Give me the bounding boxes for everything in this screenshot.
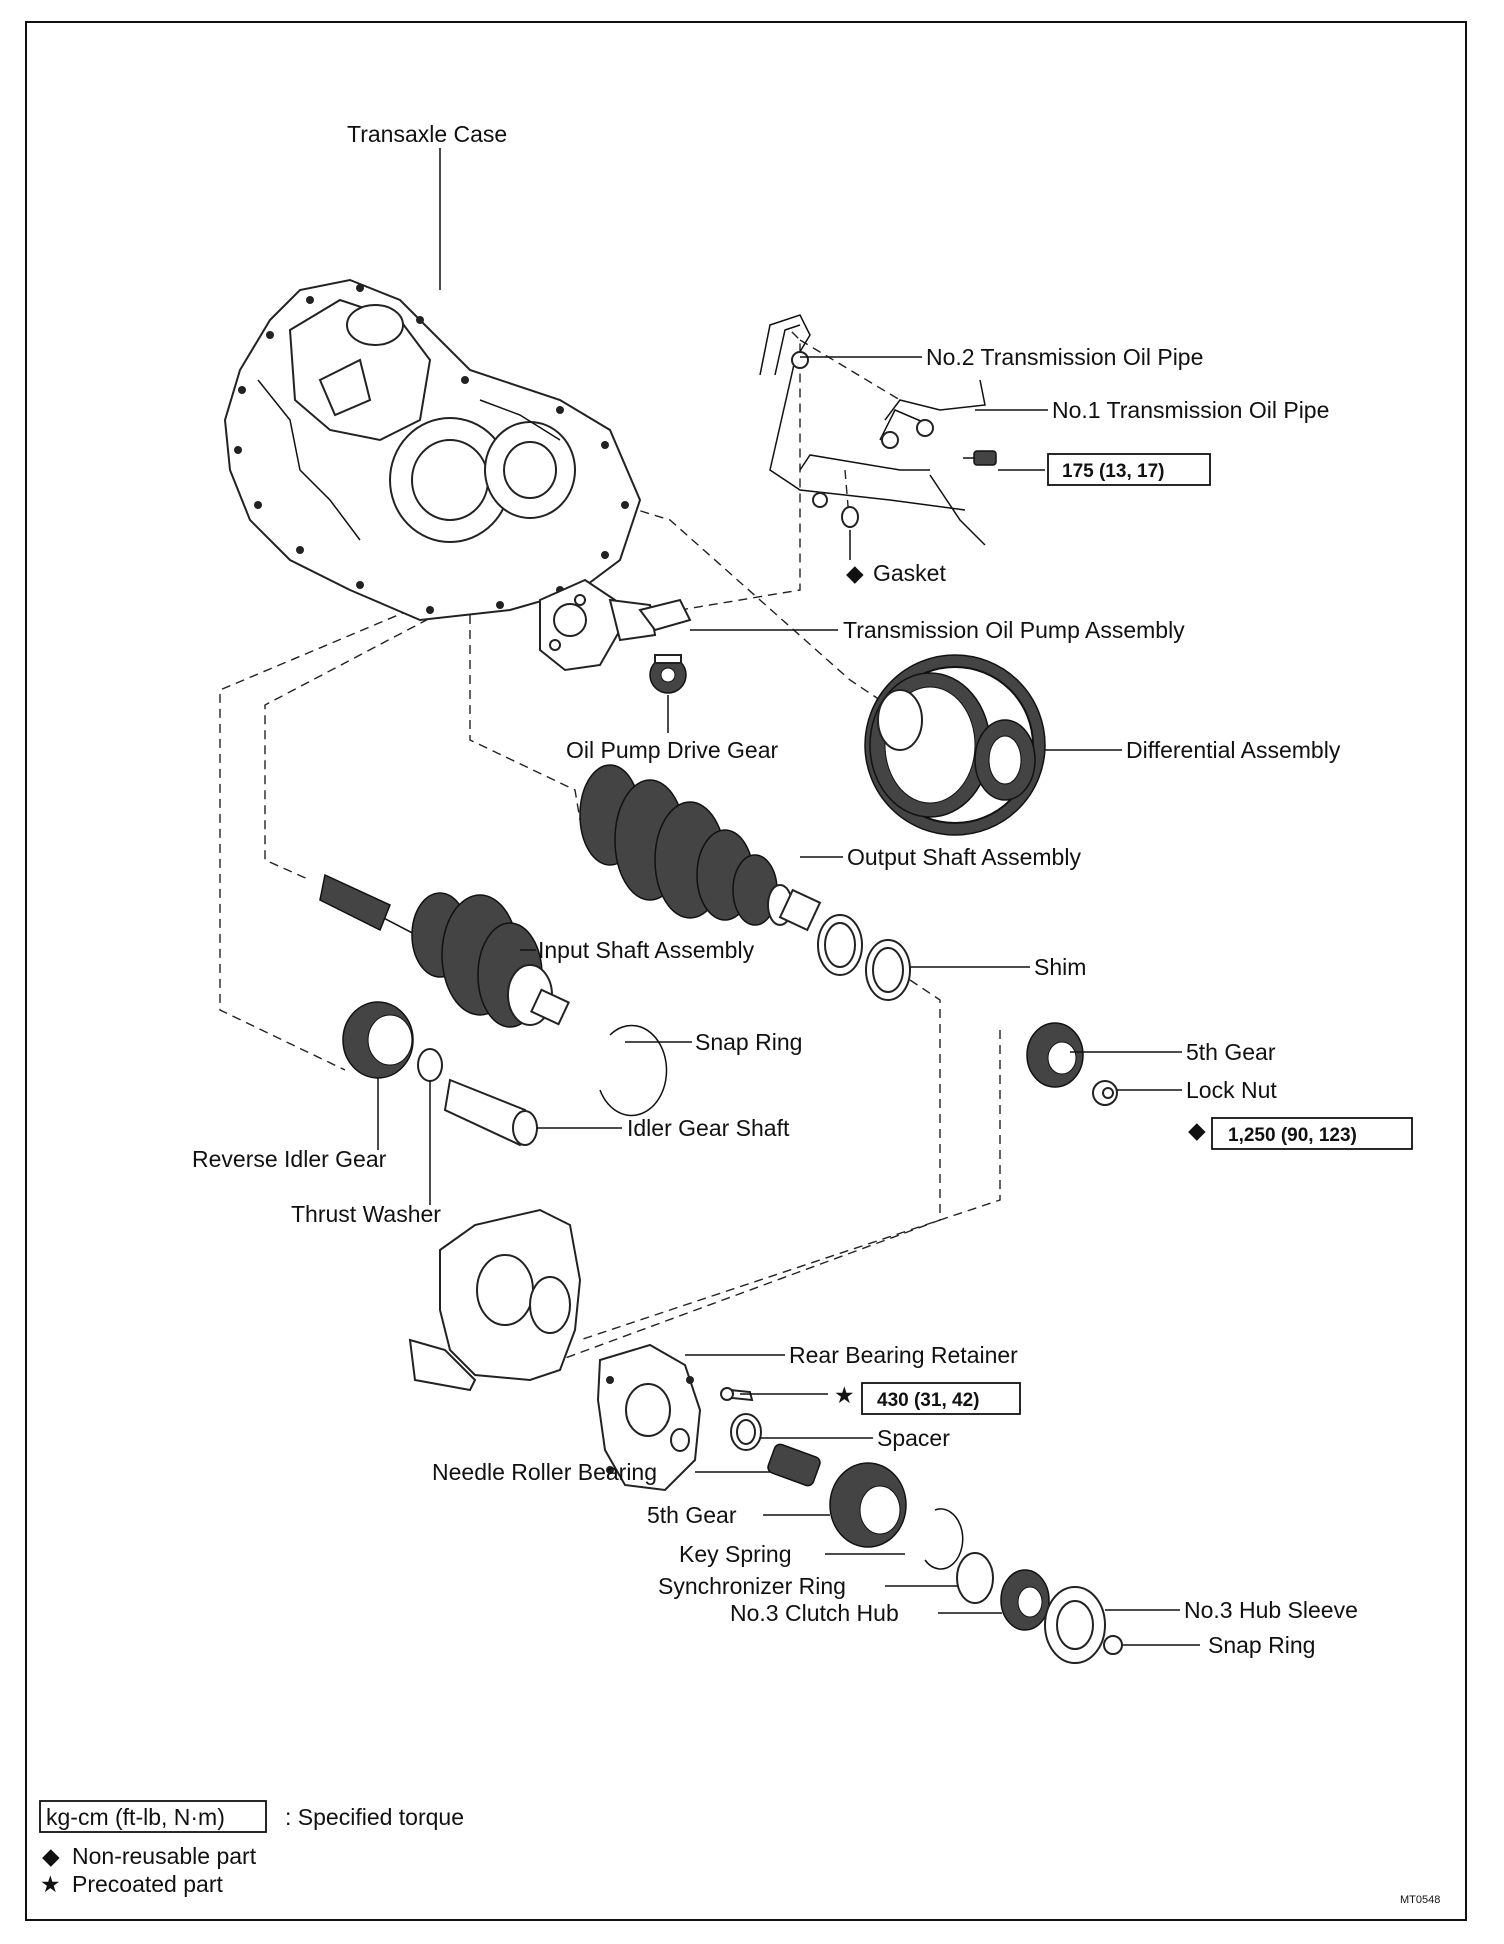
label-no2-oil-pipe: No.2 Transmission Oil Pipe (926, 344, 1203, 370)
torque-value-lock-nut: 1,250 (90, 123) (1228, 1125, 1357, 1146)
label-oil-pump-drive-gear: Oil Pump Drive Gear (566, 737, 779, 763)
retainer-bolt-star-icon: ★ (834, 1382, 855, 1408)
legend-precoated: Precoated part (72, 1871, 223, 1897)
figure-code: MT0548 (1400, 1894, 1440, 1906)
legend-diamond-icon: ◆ (42, 1843, 60, 1869)
rear-bearing-retainer-drawing (596, 1343, 754, 1492)
torque-box-retainer-bolt (861, 1382, 1021, 1415)
label-no3-hub-sleeve: No.3 Hub Sleeve (1184, 1597, 1358, 1623)
torque-box-lock-nut (1211, 1117, 1413, 1150)
output-shaft-drawing (579, 764, 822, 932)
label-reverse-idler-gear: Reverse Idler Gear (192, 1146, 387, 1172)
label-snap-ring-1: Snap Ring (695, 1029, 802, 1055)
reverse-idler-drawing (342, 1001, 538, 1147)
part-labels: Transaxle Case No.2 Transmission Oil Pip… (192, 121, 1358, 1658)
torque-spec-boxes: 175 (13, 17) 1,250 (90, 123) 430 (31, 42… (861, 453, 1413, 1415)
input-shaft-drawing (319, 873, 570, 1028)
label-no1-oil-pipe: No.1 Transmission Oil Pipe (1052, 397, 1329, 423)
legend-torque-box (39, 1800, 267, 1833)
label-gasket: Gasket (873, 560, 946, 586)
label-fifth-gear-lower: 5th Gear (647, 1502, 737, 1528)
label-key-spring: Key Spring (679, 1541, 792, 1567)
label-oil-pump-assembly: Transmission Oil Pump Assembly (843, 617, 1185, 643)
label-lock-nut: Lock Nut (1186, 1077, 1277, 1103)
assembly-guide-lines (219, 329, 1001, 1361)
label-idler-gear-shaft: Idler Gear Shaft (627, 1115, 790, 1141)
label-needle-roller-bearing: Needle Roller Bearing (432, 1459, 657, 1485)
legend-torque-unit: kg-cm (ft-lb, N·m) (46, 1804, 225, 1830)
torque-value-oil-pipe: 175 (13, 17) (1062, 461, 1164, 482)
page-frame (25, 21, 1467, 1921)
label-rear-bearing-retainer: Rear Bearing Retainer (789, 1342, 1018, 1368)
legend: kg-cm (ft-lb, N·m) : Specified torque ◆ … (39, 1800, 464, 1897)
oil-pump-drawing (539, 578, 692, 694)
label-fifth-gear-upper: 5th Gear (1186, 1039, 1276, 1065)
label-input-shaft-assembly: Input Shaft Assembly (538, 937, 755, 963)
label-thrust-washer: Thrust Washer (291, 1201, 441, 1227)
label-transaxle-case: Transaxle Case (347, 121, 507, 147)
legend-star-icon: ★ (40, 1871, 61, 1897)
rings-drawing (599, 914, 911, 1117)
torque-box-oil-pipe (1047, 453, 1211, 486)
extension-housing-drawing (408, 1208, 582, 1392)
label-no3-clutch-hub: No.3 Clutch Hub (730, 1600, 899, 1626)
leader-lines (377, 148, 1200, 1646)
label-shim: Shim (1034, 954, 1086, 980)
legend-torque-desc: : Specified torque (285, 1804, 464, 1830)
fifth-gear-lower-stack-drawing (730, 1413, 1123, 1664)
oil-pipes-drawing (759, 314, 997, 546)
part-symbols: ◆ ◆ ★ (834, 560, 1206, 1408)
label-output-shaft-assembly: Output Shaft Assembly (847, 844, 1081, 870)
lock-nut-diamond-icon: ◆ (1188, 1117, 1206, 1143)
oil-pump-drive-gear-shape (649, 654, 687, 694)
transaxle-case-drawing (223, 278, 642, 622)
legend-non-reusable: Non-reusable part (72, 1843, 257, 1869)
gasket-diamond-icon: ◆ (846, 560, 864, 586)
label-synchronizer-ring: Synchronizer Ring (658, 1573, 846, 1599)
fifth-gear-upper-drawing (1026, 1022, 1118, 1106)
label-spacer: Spacer (877, 1425, 950, 1451)
label-snap-ring-2: Snap Ring (1208, 1632, 1315, 1658)
label-differential-assembly: Differential Assembly (1126, 737, 1341, 763)
differential-drawing (864, 654, 1046, 836)
torque-value-retainer-bolt: 430 (31, 42) (877, 1390, 979, 1411)
